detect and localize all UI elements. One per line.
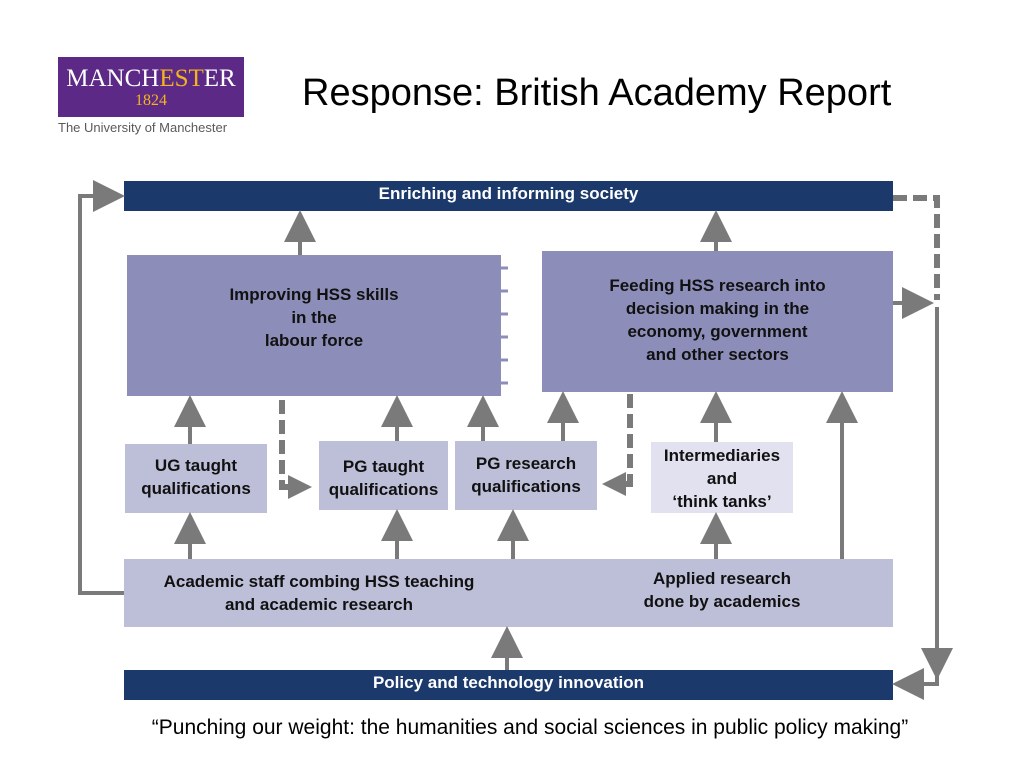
pg-research-box-label: PG research qualifications: [471, 454, 581, 496]
top-bar-label: Enriching and informing society: [378, 184, 639, 203]
skills-box-label: Improving HSS skills in the labour force: [229, 285, 399, 350]
bottom-bar-label: Policy and technology innovation: [372, 673, 645, 692]
applied-research-box-label: Applied research done by academics: [643, 569, 801, 611]
top-bar: [124, 181, 893, 211]
ug-box-label: UG taught qualifications: [141, 456, 251, 498]
ug-box: [125, 444, 267, 513]
academic-staff-box-label: Academic staff combing HSS teaching and …: [163, 572, 475, 614]
pg-taught-box: [319, 441, 448, 510]
academic-staff-box: [124, 559, 893, 627]
bottom-bar: [124, 670, 893, 700]
arrow-staff-loop-to-society: [78, 180, 125, 595]
feeding-box-label: Feeding HSS research into decision makin…: [609, 276, 826, 364]
intermediaries-box: [651, 442, 793, 513]
pg-research-box: [455, 441, 597, 510]
dashed-arrow-skills-to-pgt: [279, 400, 312, 499]
skills-box: [127, 255, 501, 396]
feeding-box: [542, 251, 893, 392]
logo-year: 1824: [135, 92, 167, 109]
report-caption: “Punching our weight: the humanities and…: [151, 716, 909, 739]
skills-box-ticks: [501, 266, 508, 385]
pg-taught-box-label: PG taught qualifications: [328, 457, 439, 499]
logo-subtitle: The University of Manchester: [58, 120, 228, 135]
intermediaries-box-label: Intermediaries and ‘think tanks’: [663, 446, 781, 511]
logo-wordmark: MANCHESTER: [66, 65, 236, 92]
university-logo: MANCHESTER 1824: [58, 57, 244, 117]
dashed-arrow-feeding-to-pgr: [602, 394, 633, 496]
slide-title: Response: British Academy Report: [302, 72, 892, 114]
arrow-right-to-policy: [892, 307, 939, 700]
dashed-link-society-to-right: [893, 195, 940, 300]
